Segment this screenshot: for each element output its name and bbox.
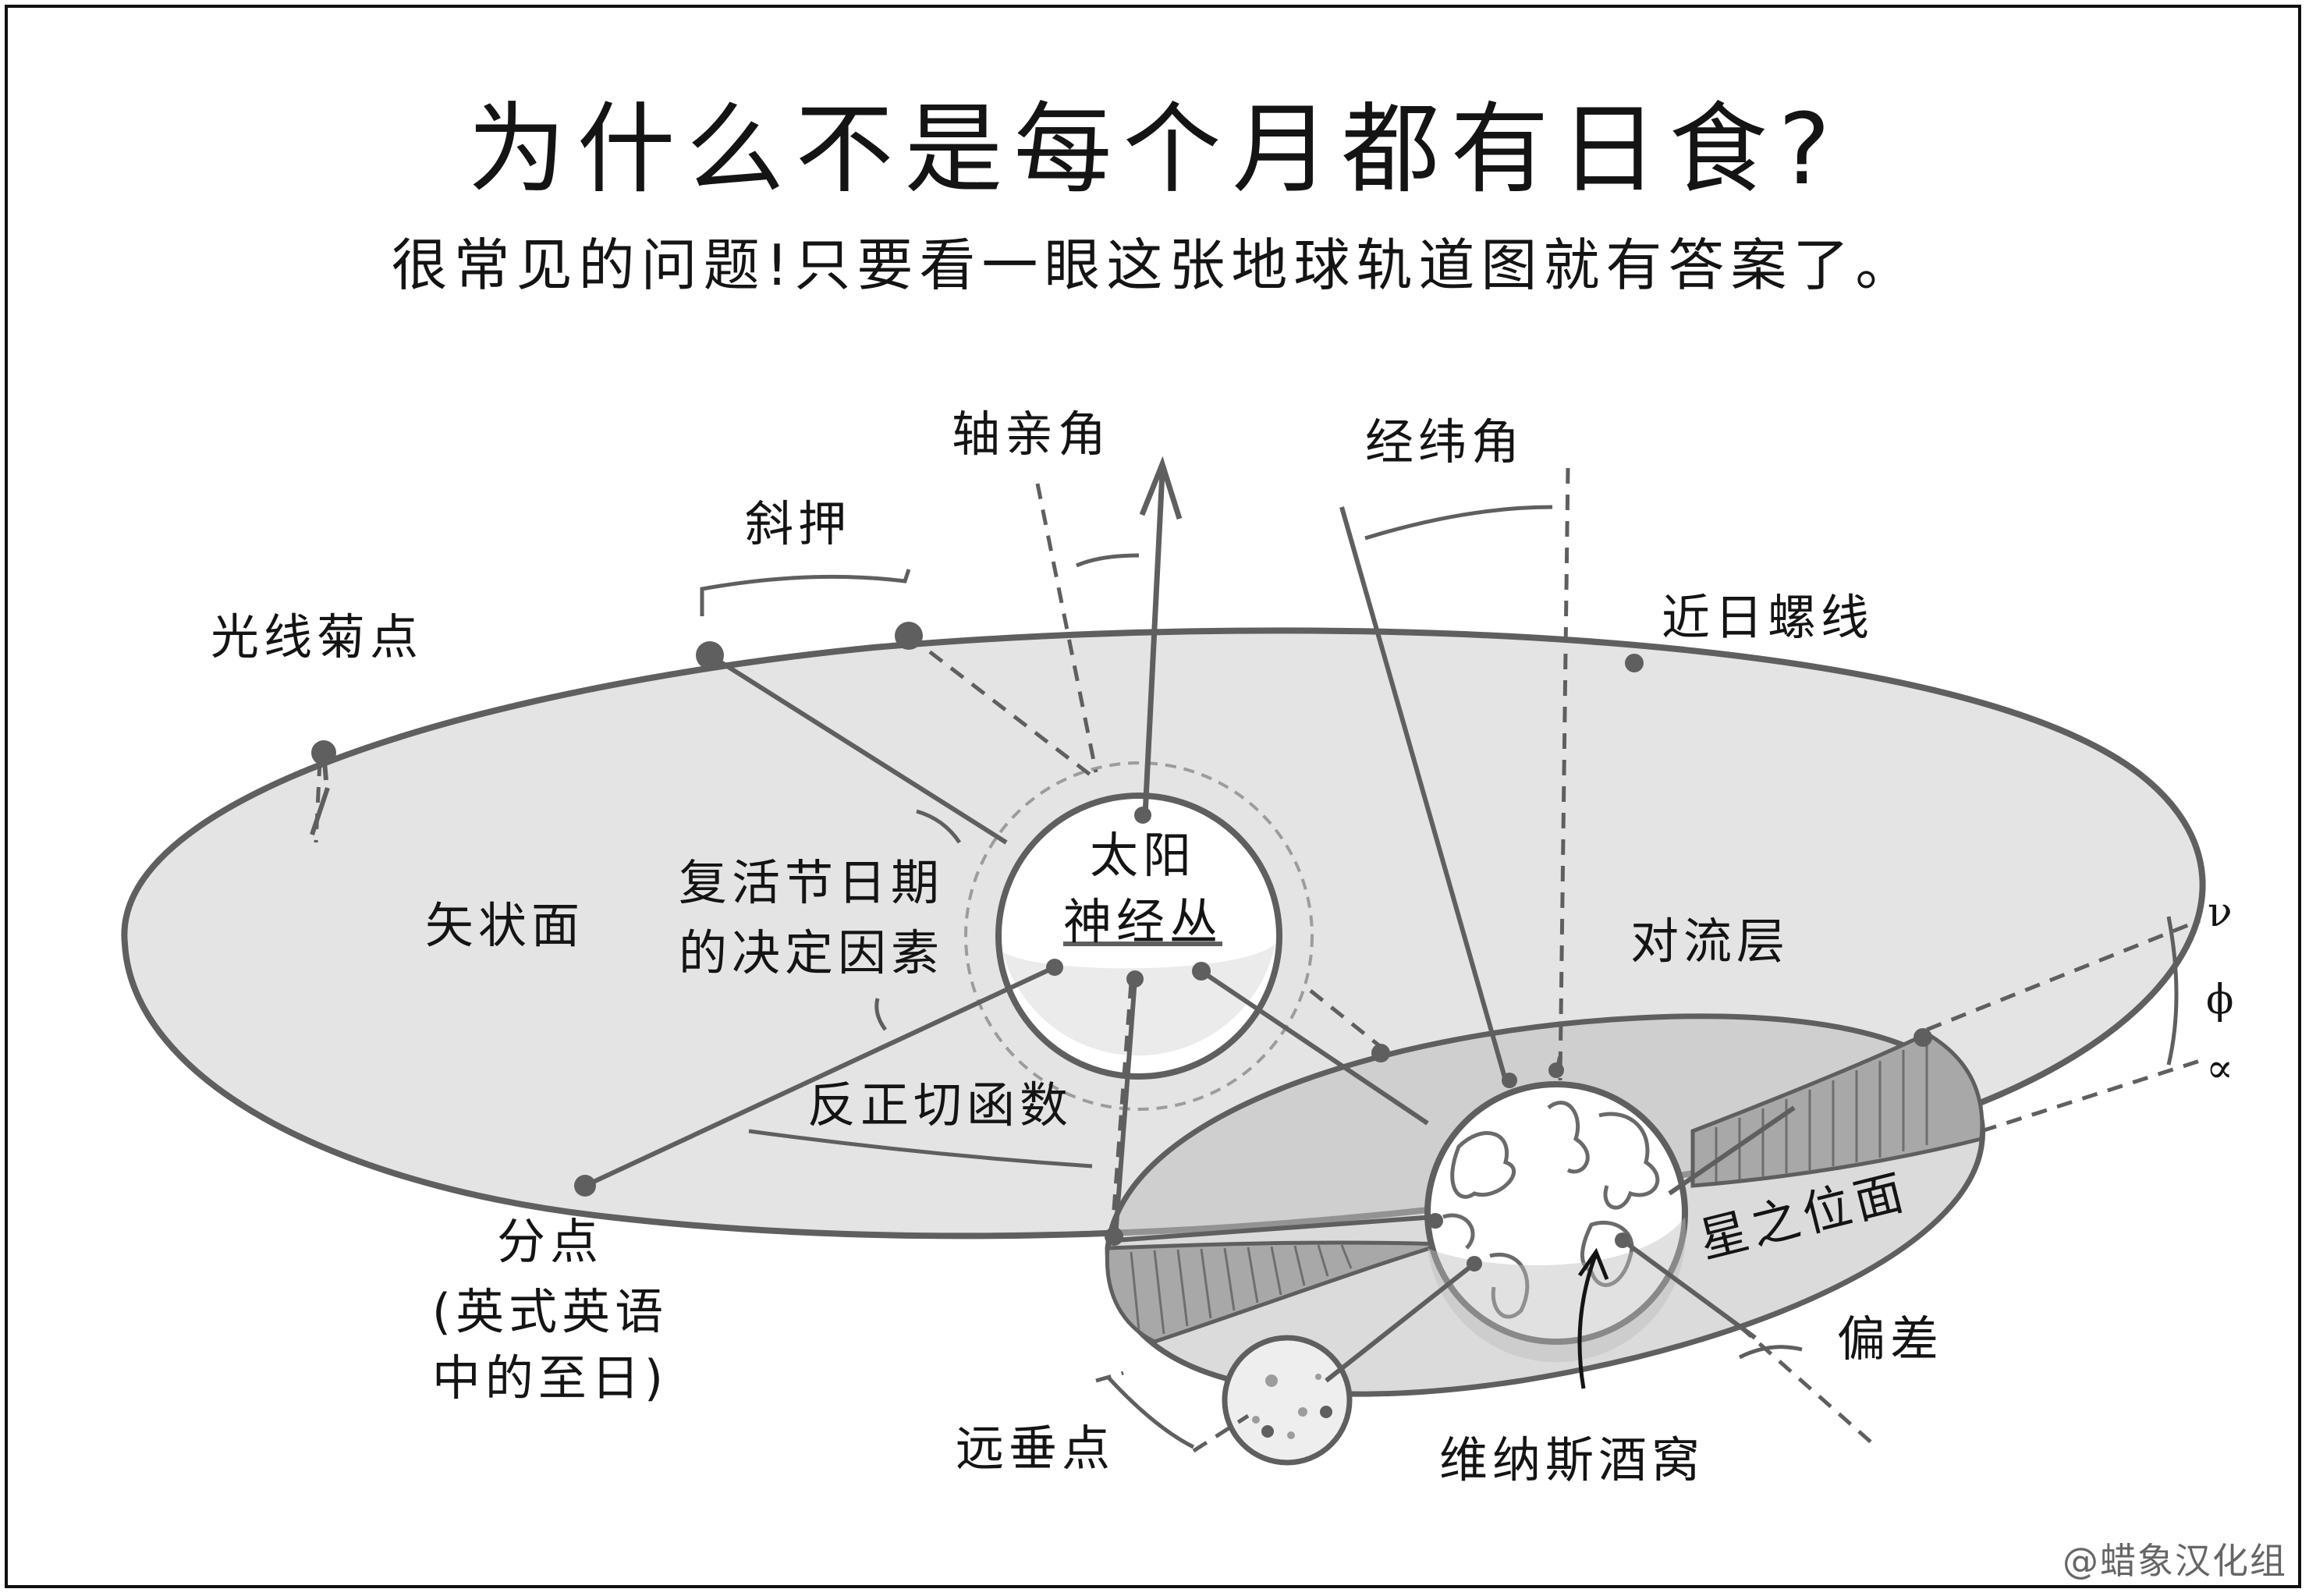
label-shi-zhuang-mian: 矢状面	[425, 897, 585, 954]
venus-dimple-arrow	[1577, 1247, 1609, 1389]
point-sun-center	[1126, 970, 1144, 988]
point-plane-right	[1914, 1028, 1932, 1047]
label-fen-dian: 分点	[496, 1213, 604, 1270]
label-fu-huo-jie-1: 复活节日期	[679, 854, 945, 911]
label-jing-wei-jiao: 经纬角	[1365, 413, 1525, 470]
label-sun-line1: 太阳	[1089, 827, 1197, 884]
label-guang-xian-ju-dian: 光线菊点	[211, 608, 424, 665]
earth-continents	[1442, 1101, 1660, 1319]
label-wei-na-si-jiu-wo: 维纳斯酒窝	[1439, 1431, 1705, 1488]
point-moon-a	[1261, 1425, 1274, 1438]
point-sun-left	[1046, 959, 1063, 976]
point-moon-b	[1320, 1406, 1332, 1418]
point-earth-d	[1467, 1256, 1482, 1271]
label-sun-line2: 神经丛	[1062, 893, 1223, 950]
page-subtitle: 很常见的问题!只要看一眼这张地球轨道图就有答案了。	[391, 232, 1918, 298]
point-earth-a	[1502, 1073, 1517, 1088]
label-jin-ri-luo-xian: 近日螺线	[1662, 589, 1875, 646]
leader-lines	[310, 506, 1796, 1383]
sun-corona	[964, 761, 1314, 1111]
symbol-lower: ∝	[2206, 1045, 2234, 1092]
point-plane-left	[1105, 1227, 1123, 1246]
point-sun-top	[1134, 807, 1151, 824]
label-fen-dian-note-2: 中的至日)	[431, 1350, 669, 1406]
point-sun-right	[1192, 962, 1211, 981]
label-fan-zheng-qie: 反正切函数	[807, 1076, 1073, 1133]
orbit-points	[311, 622, 1932, 1438]
point-earth-c	[1428, 1213, 1443, 1229]
label-xie-ya: 斜押	[745, 495, 852, 552]
moon-icon	[1222, 1335, 1353, 1466]
dashed-lines	[314, 467, 2201, 1453]
point-earth-e	[1615, 1232, 1630, 1248]
point-jinri	[1625, 654, 1644, 672]
point-guangxian	[311, 740, 336, 765]
point-duiliu	[1371, 1044, 1390, 1062]
symbol-middle: ϕ	[2206, 977, 2234, 1023]
credit-watermark: @蜡象汉化组	[2062, 1539, 2287, 1582]
point-xieya-left	[696, 641, 724, 669]
annotation-brackets	[700, 505, 2179, 1449]
point-fendian	[574, 1175, 596, 1197]
point-xieya-right	[895, 622, 923, 650]
page-title: 为什么不是每个月都有日食?	[467, 92, 1842, 207]
label-zhou-qin-jiao: 轴亲角	[952, 406, 1112, 463]
label-yuan-chui-dian: 远垂点	[956, 1420, 1115, 1477]
point-earth-b	[1548, 1062, 1564, 1078]
label-pian-cha: 偏差	[1837, 1310, 1944, 1367]
label-dui-liu-ceng: 对流层	[1630, 913, 1790, 970]
sun-axis-arrow	[1139, 456, 1183, 816]
label-fu-huo-jie-2: 的决定因素	[679, 924, 945, 981]
symbol-upper: ν	[2208, 889, 2233, 936]
label-fen-dian-note-1: (英式英语	[431, 1283, 669, 1340]
